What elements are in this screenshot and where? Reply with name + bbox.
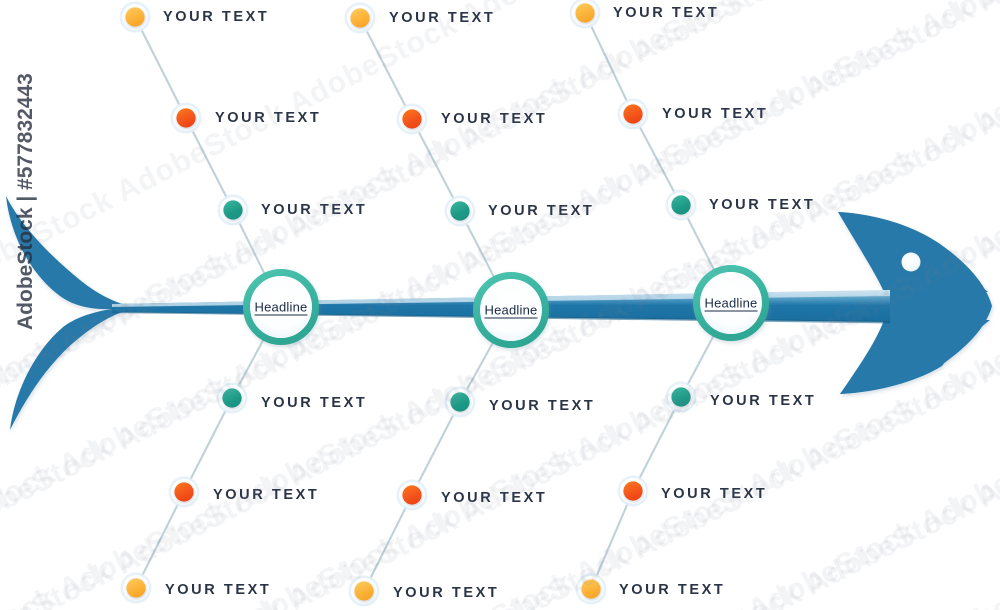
node-label-n1t1[interactable]: YOUR TEXT (261, 201, 368, 218)
headline-2-circle[interactable] (473, 272, 549, 348)
branch-3-top-line (583, 11, 733, 305)
node-label-n2t3[interactable]: YOUR TEXT (389, 9, 496, 26)
branch-2-bottom-line (362, 308, 513, 593)
node-n3b2[interactable] (617, 475, 649, 507)
node-n2t2[interactable] (396, 103, 428, 135)
node-n3t3[interactable] (569, 0, 601, 29)
node-n3b3[interactable] (575, 573, 607, 605)
node-n1t2[interactable] (170, 102, 202, 134)
node-label-n3b3[interactable]: YOUR TEXT (619, 581, 726, 598)
headline-1-label[interactable]: Headline (254, 299, 308, 315)
node-label-n3t1[interactable]: YOUR TEXT (709, 196, 816, 213)
node-label-n2b2[interactable]: YOUR TEXT (441, 489, 548, 506)
node-n1t3[interactable] (119, 1, 151, 33)
branch-1-bottom-line (134, 305, 283, 590)
node-n2b1[interactable] (444, 386, 476, 418)
node-label-n3b1[interactable]: YOUR TEXT (710, 392, 817, 409)
node-n1b3[interactable] (120, 572, 152, 604)
node-n1t1[interactable] (217, 194, 249, 226)
node-label-n3t3[interactable]: YOUR TEXT (613, 4, 720, 21)
node-label-n2t2[interactable]: YOUR TEXT (441, 110, 548, 127)
fish-tail (6, 196, 138, 430)
node-n1b2[interactable] (168, 476, 200, 508)
node-label-n2b1[interactable]: YOUR TEXT (489, 397, 596, 414)
node-label-n2t1[interactable]: YOUR TEXT (488, 202, 595, 219)
node-label-n3t2[interactable]: YOUR TEXT (662, 105, 769, 122)
node-n2b3[interactable] (348, 575, 380, 607)
node-label-n1b1[interactable]: YOUR TEXT (261, 394, 368, 411)
fish-eye (901, 252, 921, 272)
node-n2b2[interactable] (396, 479, 428, 511)
node-n3b1[interactable] (665, 381, 697, 413)
headline-3-label[interactable]: Headline (704, 295, 758, 311)
branch-2-top-line (358, 16, 513, 312)
node-label-n1b3[interactable]: YOUR TEXT (165, 581, 272, 598)
branch-3-bottom-line (589, 301, 733, 591)
node-n2t1[interactable] (444, 195, 476, 227)
headline-2-label[interactable]: Headline (484, 302, 538, 318)
node-n3t1[interactable] (665, 189, 697, 221)
node-label-n3b2[interactable]: YOUR TEXT (661, 485, 768, 502)
node-n2t3[interactable] (344, 2, 376, 34)
headline-circles (243, 265, 769, 348)
branch-lines (133, 11, 733, 593)
node-label-n2b3[interactable]: YOUR TEXT (393, 584, 500, 601)
node-label-n1b2[interactable]: YOUR TEXT (213, 486, 320, 503)
headline-1-circle[interactable] (243, 269, 319, 345)
node-n3t2[interactable] (617, 98, 649, 130)
fish-head-arrow (838, 212, 992, 394)
branch-node-dots (119, 0, 697, 607)
node-label-n1t3[interactable]: YOUR TEXT (163, 8, 270, 25)
node-label-n1t2[interactable]: YOUR TEXT (215, 109, 322, 126)
headline-3-circle[interactable] (693, 265, 769, 341)
node-n1b1[interactable] (216, 382, 248, 414)
branch-1-top-line (133, 15, 283, 309)
watermark-id: AdobeStock | #577832443 (14, 73, 37, 330)
